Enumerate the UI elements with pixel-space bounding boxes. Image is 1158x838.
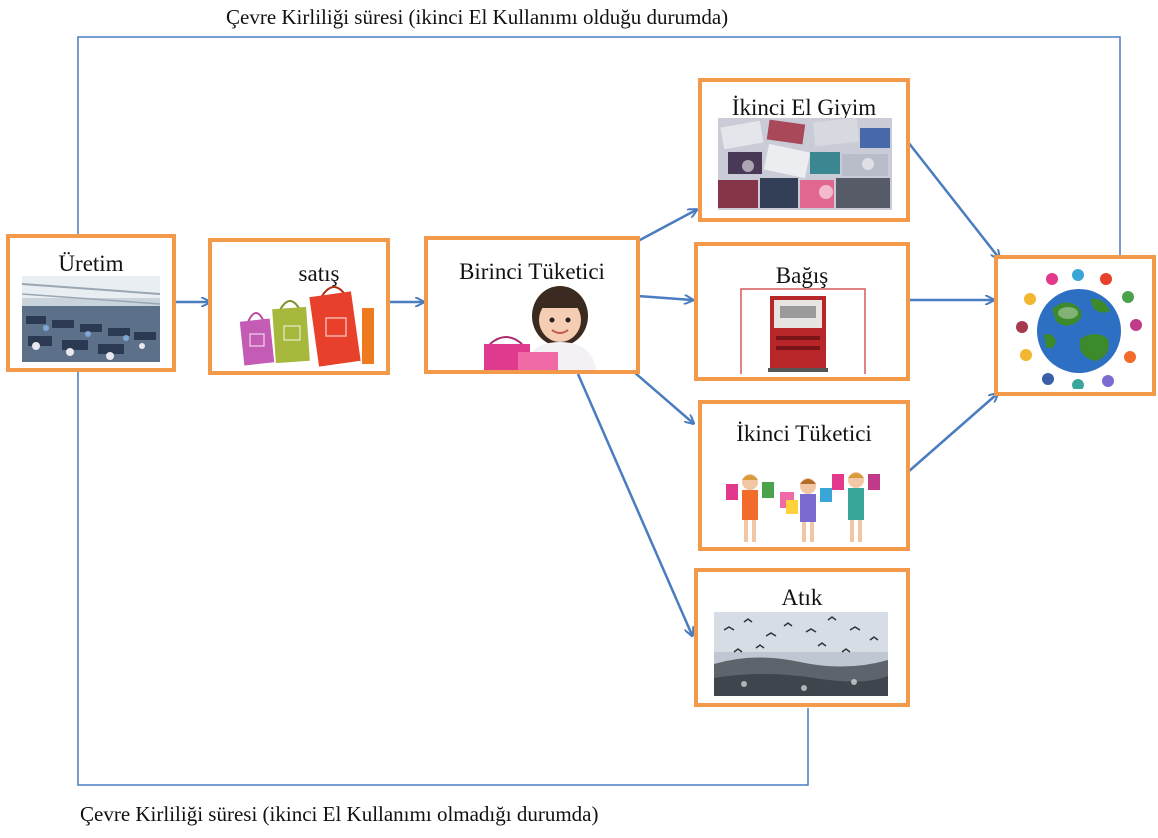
node-birinci-tuketici: Birinci Tüketici [424, 236, 640, 374]
girl-with-bags-picture-icon [456, 282, 628, 370]
clothes-pile-photo-icon [718, 118, 892, 210]
arrow-ikincielgiyim-earth [907, 141, 999, 258]
top-caption: Çevre Kirliliği süresi (ikinci El Kullan… [226, 5, 729, 29]
node-birinci-tuketici-label: Birinci Tüketici [459, 259, 605, 284]
node-satis-label: satış [298, 261, 340, 286]
donation-bin-picture-icon [740, 288, 866, 374]
node-ikinci-el-giyim: İkinci El Giyim [698, 78, 910, 222]
landfill-birds-photo-icon [714, 612, 888, 696]
children-shopping-picture-icon [724, 470, 886, 546]
factory-floor-photo-icon [22, 276, 160, 362]
node-bagis-label: Bağış [775, 263, 829, 288]
arrow-birinci-atik [576, 373, 692, 635]
node-ikinci-el-giyim-label: İkinci El Giyim [731, 95, 877, 120]
node-uretim-label: Üretim [58, 251, 124, 276]
node-uretim: Üretim [6, 234, 176, 372]
node-atik: Atık [694, 568, 910, 707]
bottom-loop-line [77, 372, 809, 786]
arrow-birinci-ikincielgiyim [637, 210, 696, 243]
node-bagis: Bağış [694, 242, 910, 381]
node-satis: satış [208, 238, 390, 375]
node-ikinci-tuketici-label: İkinci Tüketici [736, 421, 872, 446]
arrow-birinci-bagis [637, 296, 692, 300]
earth-globe-picture-icon [1016, 269, 1142, 389]
node-earth [994, 255, 1156, 396]
bottom-caption: Çevre Kirliliği süresi (ikinci El Kullan… [80, 802, 599, 826]
arrow-birinci-ikincituketici [633, 371, 693, 423]
shopping-bags-picture-icon [236, 282, 378, 368]
node-atik-label: Atık [781, 585, 823, 610]
top-loop-line [77, 36, 1121, 258]
node-ikinci-tuketici: İkinci Tüketici [698, 400, 910, 551]
arrow-ikincituketici-earth [907, 394, 997, 473]
